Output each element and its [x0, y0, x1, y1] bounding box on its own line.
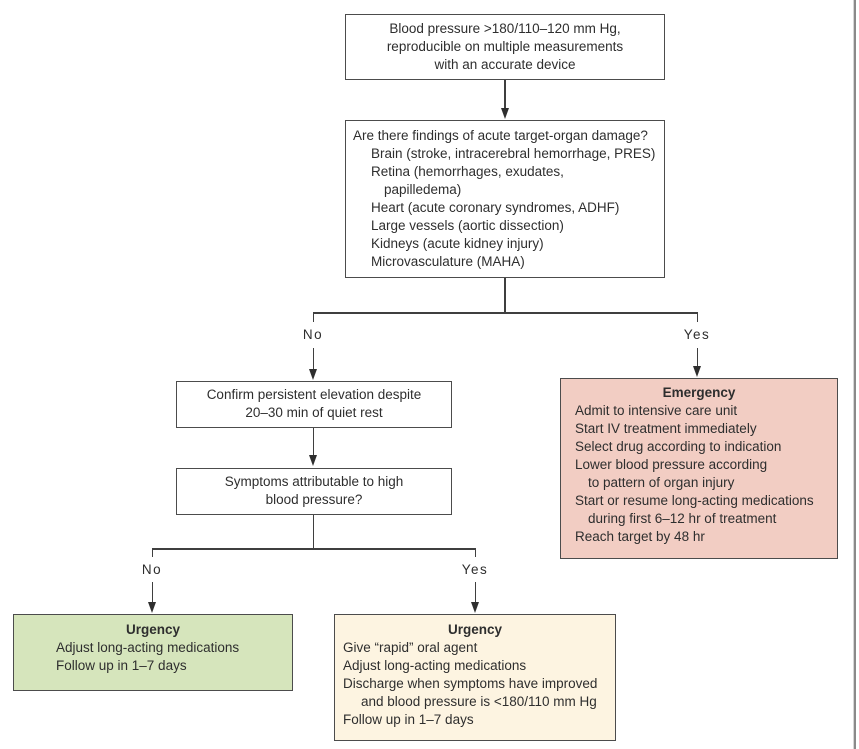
arrowhead-down	[693, 366, 701, 377]
arrowhead-down	[148, 602, 156, 613]
arrowhead-down	[471, 602, 479, 613]
connector-line	[474, 582, 476, 603]
box-title-urgency-green: Urgency	[125, 622, 181, 637]
box-text-line: 20–30 min of quiet rest	[245, 405, 383, 420]
arrowhead-down	[309, 369, 317, 380]
arrowhead-down	[500, 108, 509, 119]
box-text-line: Heart (acute coronary syndromes, ADHF)	[371, 200, 620, 215]
arrowhead-down	[309, 455, 317, 466]
figure-right-border	[853, 0, 856, 749]
connector-line	[312, 312, 698, 314]
flow-box-target-organ-damage: Are there findings of acute target-organ…	[345, 120, 665, 278]
box-text-line: Lower blood pressure according	[575, 457, 768, 472]
connector-line	[312, 312, 314, 322]
box-text-line: reproducible on multiple measurements	[386, 39, 624, 54]
box-text: Are there findings of acute target-organ…	[346, 127, 664, 271]
box-text-line: Are there findings of acute target-organ…	[353, 128, 648, 143]
box-text-line: Give “rapid” oral agent	[343, 640, 478, 655]
box-text-line: to pattern of organ injury	[588, 475, 735, 490]
box-text-line: blood pressure?	[265, 492, 363, 507]
box-text-line: with an accurate device	[434, 57, 576, 72]
box-title-urgency-cream: Urgency	[447, 622, 503, 637]
box-text-line: Adjust long-acting medications	[56, 640, 240, 655]
connector-line	[312, 515, 314, 549]
box-text: Confirm persistent elevation despite 20–3…	[177, 386, 451, 422]
branch-label-no-2: No	[141, 562, 163, 577]
flow-box-symptoms-question: Symptoms attributable to high blood press…	[176, 468, 452, 515]
flow-box-confirm-elevation: Confirm persistent elevation despite 20–3…	[176, 381, 452, 428]
connector-line	[151, 582, 153, 603]
flow-box-blood-pressure-criteria: Blood pressure >180/110–120 mm Hg, reprod…	[345, 14, 665, 80]
box-text-line: Select drug according to indication	[575, 439, 782, 454]
box-text-line: Microvasculature (MAHA)	[371, 254, 525, 269]
box-title-emergency: Emergency	[662, 385, 736, 400]
connector-line	[151, 548, 153, 557]
connector-line	[312, 348, 314, 369]
box-text: Symptoms attributable to high blood press…	[177, 473, 451, 509]
branch-label-no-1: No	[302, 327, 324, 342]
box-text-line: Reach target by 48 hr	[575, 529, 705, 544]
box-text-line: during first 6–12 hr of treatment	[588, 511, 777, 526]
box-text: Blood pressure >180/110–120 mm Hg, reprod…	[346, 20, 664, 74]
connector-line	[696, 348, 698, 367]
connector-line	[151, 548, 476, 550]
box-text-line: Start IV treatment immediately	[575, 421, 757, 436]
box-text-line: Brain (stroke, intracerebral hemorrhage,…	[371, 146, 656, 161]
box-text-line: Symptoms attributable to high	[224, 474, 404, 489]
box-text-line: Adjust long-acting medications	[343, 658, 527, 673]
connector-line	[696, 312, 698, 322]
box-text-line: Admit to intensive care unit	[575, 403, 738, 418]
box-text-line: Kidneys (acute kidney injury)	[371, 236, 544, 251]
box-text-line: Discharge when symptoms have improved	[343, 676, 598, 691]
box-text-line: Large vessels (aortic dissection)	[371, 218, 564, 233]
branch-label-yes-1: Yes	[683, 327, 711, 342]
box-text-line: Follow up in 1–7 days	[343, 712, 474, 727]
box-text-line: Start or resume long-acting medications	[575, 493, 814, 508]
box-text-line: Follow up in 1–7 days	[56, 658, 187, 673]
box-text-line: Blood pressure >180/110–120 mm Hg,	[389, 21, 621, 36]
box-text-line: Retina (hemorrhages, exudates,	[371, 164, 564, 179]
connector-line	[474, 548, 476, 557]
box-text-line: and blood pressure is <180/110 mm Hg	[361, 694, 597, 709]
connector-line	[504, 80, 506, 108]
box-text-line: papilledema)	[384, 182, 462, 197]
box-text-line: Confirm persistent elevation despite	[206, 387, 422, 402]
connector-line	[312, 428, 314, 456]
connector-line	[504, 278, 506, 313]
branch-label-yes-2: Yes	[461, 562, 489, 577]
